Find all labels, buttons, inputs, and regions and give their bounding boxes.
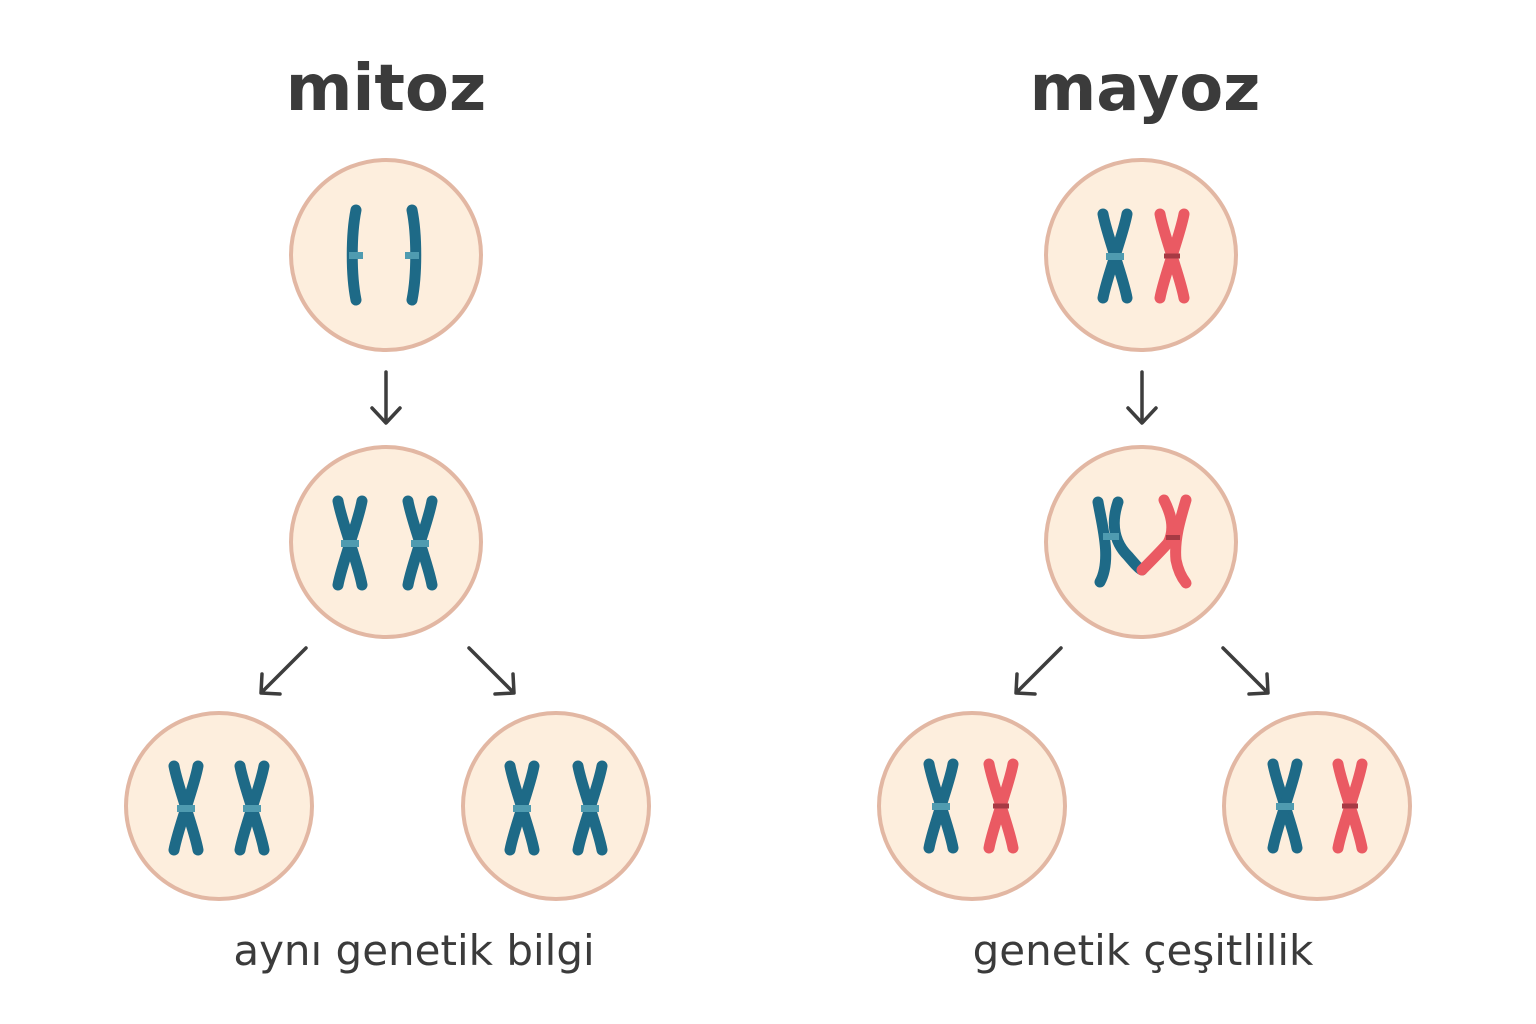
arrow-down-right-icon (1221, 646, 1270, 696)
crossing-over-chromosomes (1092, 494, 1192, 589)
meiosis-panel: mayoz (877, 52, 1412, 975)
mitosis-daughter-cell-right (461, 711, 651, 901)
meiosis-parent-cell (1044, 158, 1238, 352)
meiosis-title: mayoz (1030, 52, 1261, 126)
mitosis-panel: mitoz (124, 52, 651, 975)
mitosis-parent-cell (289, 158, 483, 352)
arrow-down-icon (1126, 370, 1158, 425)
arrow-down-right-icon (467, 646, 516, 696)
mitosis-daughter-cell-left (124, 711, 314, 901)
arrow-down-left-icon (259, 646, 308, 696)
mitosis-replicated-cell (289, 445, 483, 639)
meiosis-caption: genetik çeşitlilik (973, 926, 1314, 975)
meiosis-crossover-cell (1044, 445, 1238, 639)
arrow-down-icon (370, 370, 402, 425)
mitosis-title: mitoz (286, 52, 486, 126)
mitosis-caption: aynı genetik bilgi (233, 926, 594, 975)
meiosis-daughter-cell-left (877, 711, 1067, 901)
arrow-down-left-icon (1014, 646, 1063, 696)
meiosis-daughter-cell-right (1222, 711, 1412, 901)
